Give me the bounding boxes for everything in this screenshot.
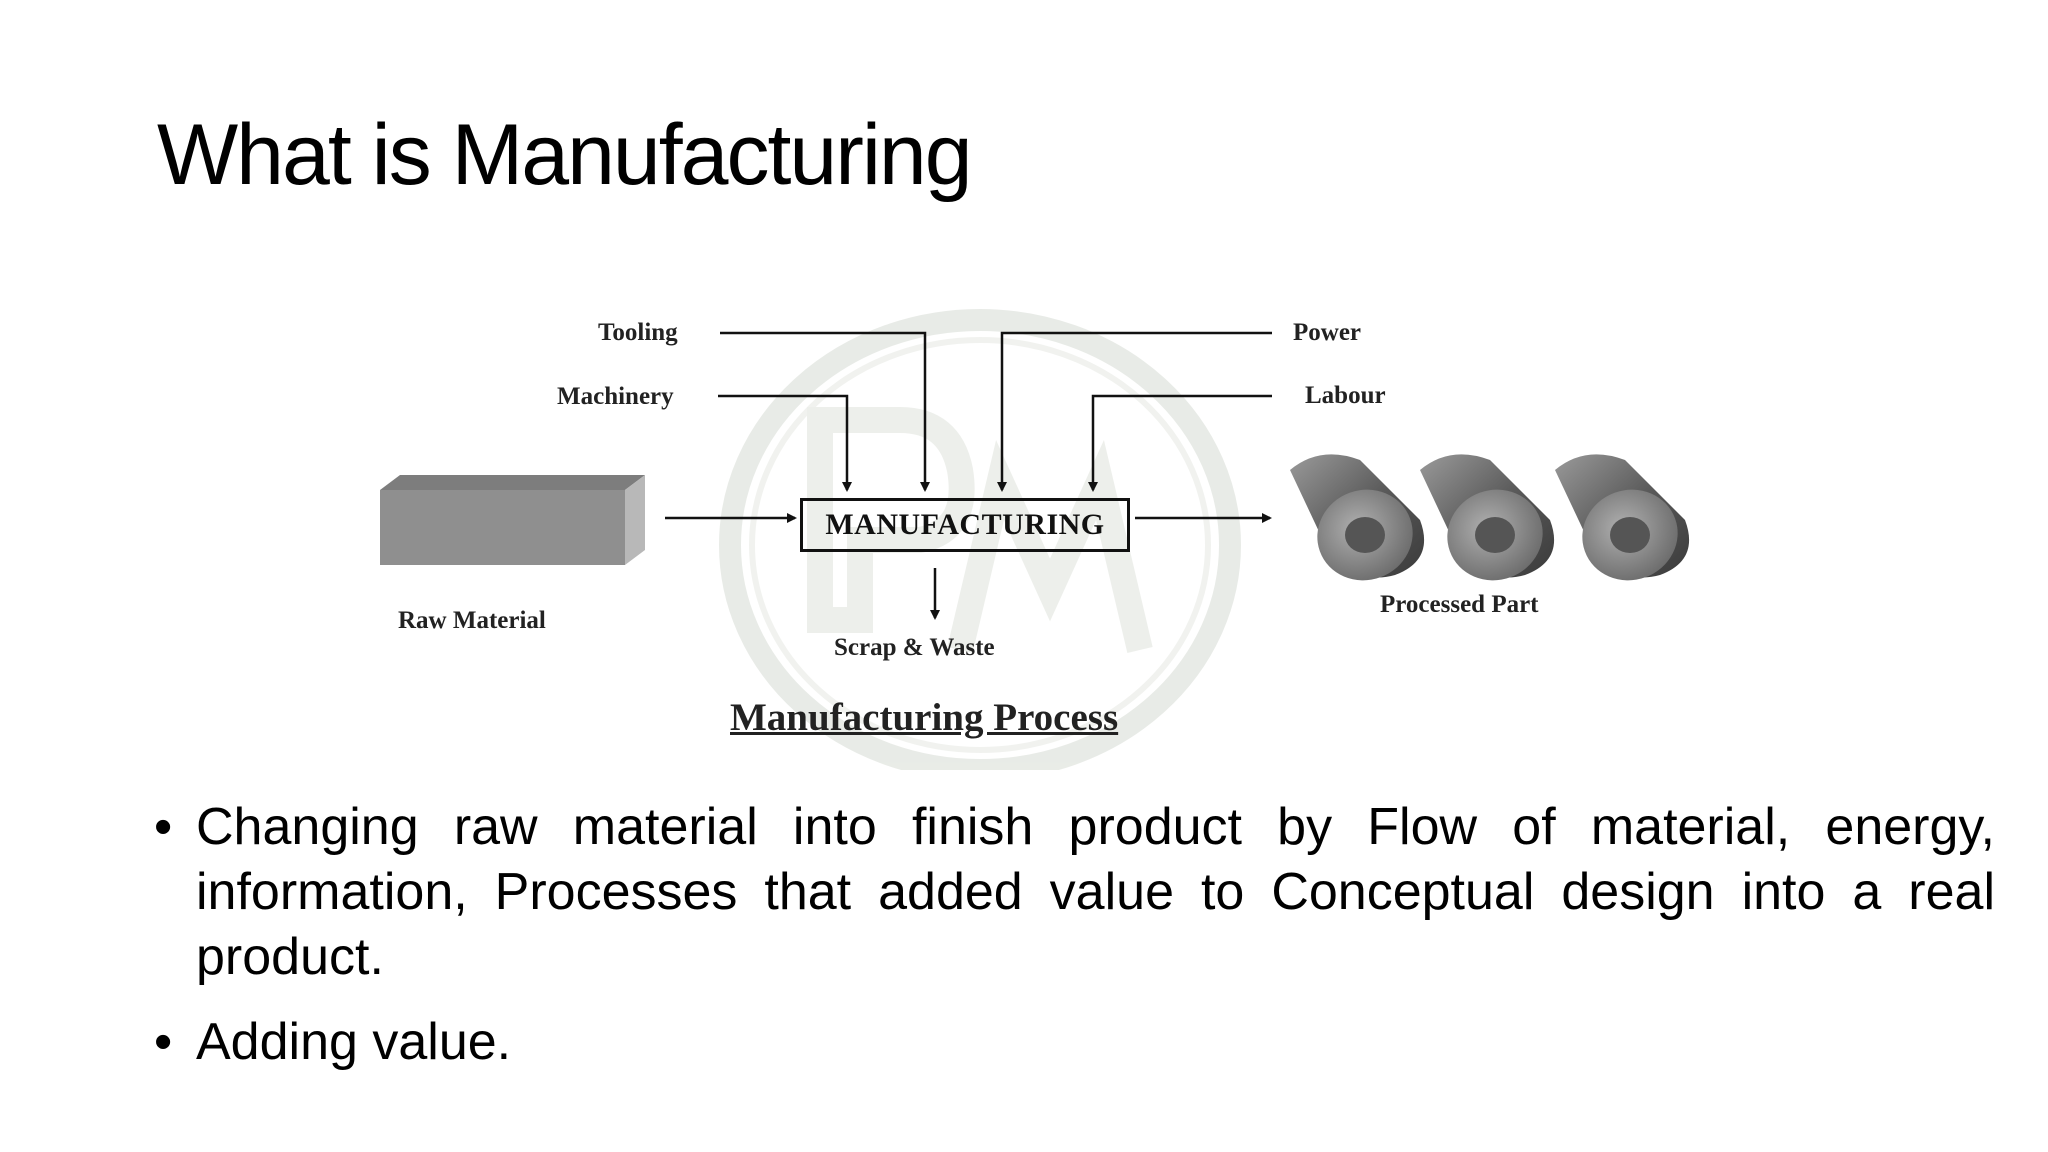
diagram-caption: Manufacturing Process bbox=[730, 696, 1119, 739]
machinery-label: Machinery bbox=[557, 383, 674, 410]
manufacturing-process-diagram: Tooling Machinery Power Labour MANUFACTU… bbox=[360, 290, 1720, 770]
watermark-logo bbox=[719, 309, 1241, 770]
power-arrow bbox=[997, 331, 1272, 492]
processed-part-label: Processed Part bbox=[1380, 591, 1539, 618]
tooling-arrow bbox=[720, 331, 930, 492]
bullet-item: • Adding value. bbox=[150, 1010, 1995, 1075]
manufacturing-box-label: MANUFACTURING bbox=[825, 508, 1105, 541]
manufacturing-box: MANUFACTURING bbox=[800, 498, 1130, 552]
labour-arrow bbox=[1088, 394, 1272, 492]
power-label: Power bbox=[1293, 319, 1362, 346]
bullet-text: Adding value. bbox=[196, 1013, 512, 1071]
bullet-text: Changing raw material into finish produc… bbox=[196, 798, 1995, 986]
scrap-waste-label: Scrap & Waste bbox=[834, 634, 995, 661]
bullet-list: • Changing raw material into finish prod… bbox=[150, 795, 1995, 1095]
processed-part-cylinders bbox=[1290, 454, 1690, 581]
bullet-marker: • bbox=[154, 1013, 173, 1071]
bullet-item: • Changing raw material into finish prod… bbox=[150, 795, 1995, 990]
diagram-graphics bbox=[380, 309, 1690, 770]
slide-title: What is Manufacturing bbox=[157, 107, 973, 203]
raw-material-label: Raw Material bbox=[398, 607, 546, 634]
labour-label: Labour bbox=[1305, 382, 1386, 409]
tooling-label: Tooling bbox=[598, 319, 678, 346]
machinery-arrow bbox=[718, 394, 852, 492]
raw-material-block bbox=[380, 475, 645, 565]
bullet-marker: • bbox=[154, 798, 173, 856]
